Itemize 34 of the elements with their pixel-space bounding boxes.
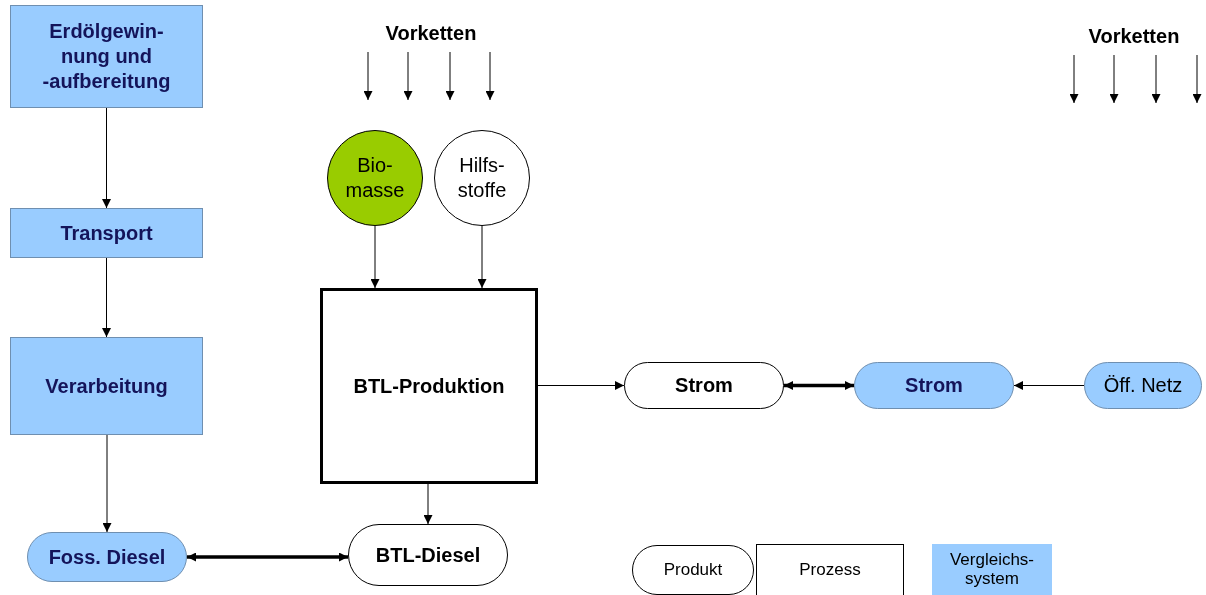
arrow xyxy=(1069,54,1079,104)
arrow xyxy=(1109,54,1119,104)
arrow xyxy=(485,51,495,101)
process-box: Erdölgewin- nung und -aufbereitung xyxy=(10,5,203,108)
arrow xyxy=(370,225,380,289)
arrow xyxy=(403,51,413,101)
process-box: Transport xyxy=(10,208,203,258)
arrow xyxy=(102,107,111,209)
process-box: BTL-Produktion xyxy=(320,288,538,484)
arrow xyxy=(1013,381,1085,390)
arrow xyxy=(1151,54,1161,104)
input-circle: Hilfs- stoffe xyxy=(434,130,530,226)
product-pill: Strom xyxy=(854,362,1014,409)
arrow xyxy=(784,381,854,390)
heading-text: Vorketten xyxy=(1064,21,1204,51)
process-box: Verarbeitung xyxy=(10,337,203,435)
arrow xyxy=(363,51,373,101)
arrow xyxy=(102,257,111,338)
input-circle: Bio- masse xyxy=(327,130,423,226)
product-pill: Strom xyxy=(624,362,784,409)
arrow xyxy=(187,552,348,562)
legend-label: Prozess xyxy=(799,560,861,580)
arrow xyxy=(1192,54,1202,104)
arrow xyxy=(445,51,455,101)
product-pill: BTL-Diesel xyxy=(348,524,508,586)
legend-label: Produkt xyxy=(663,560,723,580)
product-pill: Foss. Diesel xyxy=(27,532,187,582)
arrow xyxy=(423,483,433,525)
product-pill: Öff. Netz xyxy=(1084,362,1202,409)
legend-label: Vergleichs- system xyxy=(948,550,1036,589)
arrow xyxy=(102,434,112,533)
arrow xyxy=(477,225,487,289)
heading-text: Vorketten xyxy=(361,18,501,48)
arrow xyxy=(537,381,625,390)
